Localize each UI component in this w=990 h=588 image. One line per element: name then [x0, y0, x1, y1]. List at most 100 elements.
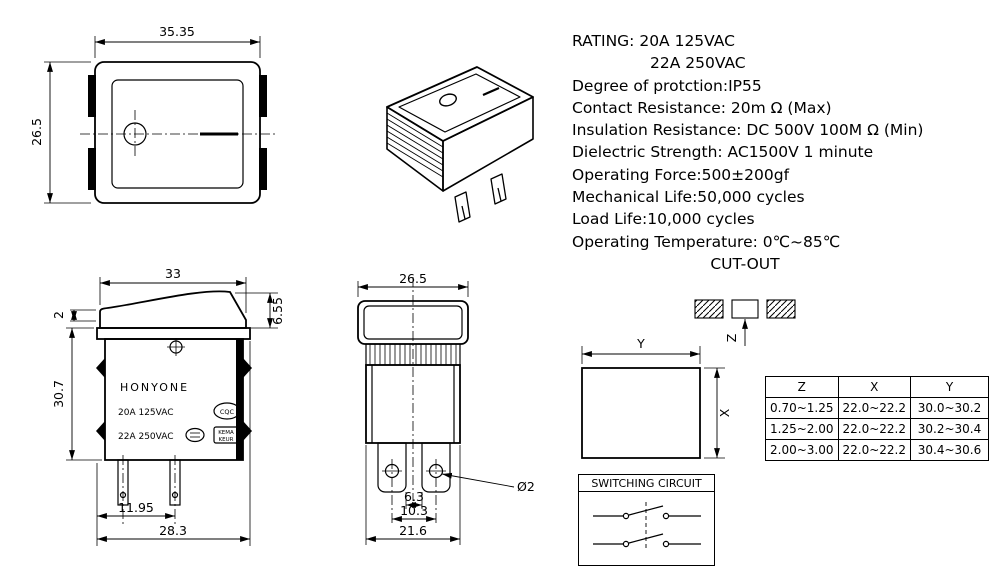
cqc-cert-badge: CQC [213, 402, 241, 420]
front-height-dimension: 26.5 [29, 61, 91, 204]
snap-in-clips [96, 358, 252, 441]
kema-keur-cert-badge: KEMA KEUR [213, 426, 239, 444]
mounting-flange [96, 327, 251, 340]
table-header-y: Y [910, 376, 989, 398]
panel-section-right [766, 299, 796, 319]
switch-bezel-outline [94, 61, 261, 204]
circuit-pole-2 [593, 533, 701, 548]
hole-diameter-label: Ø2 [517, 479, 535, 494]
front-height-dim-label: 26.5 [29, 118, 44, 146]
y-dim-label: Y [636, 336, 645, 351]
table-row: 0.70~1.25 22.0~22.2 30.0~30.2 [765, 397, 989, 419]
table-cell: 1.25~2.00 [765, 418, 839, 440]
table-header-row: Z X Y [765, 376, 989, 398]
cutout-title: CUT-OUT [710, 255, 780, 273]
spec-line-rating: RATING: 20A 125VAC [572, 32, 735, 50]
terminal-pins [377, 442, 451, 523]
pin-pitch-dimension: 10.3 [392, 503, 436, 522]
front-width-dimension: 35.35 [94, 24, 261, 58]
rocker-height-dim-label: 6.55 [270, 297, 285, 325]
bezel-top-face [386, 66, 534, 142]
rear-clip-bar [236, 339, 243, 460]
spec-line-load-life: Load Life:10,000 cycles [572, 210, 755, 229]
pin-gap-dimension: 6.3 [404, 489, 424, 509]
kema-label-line2: KEUR [219, 437, 234, 443]
switch-body [365, 364, 461, 444]
table-row: 1.25~2.00 22.0~22.2 30.2~30.4 [765, 418, 989, 440]
table-cell: 30.2~30.4 [910, 418, 989, 440]
hole-diameter-callout: Ø2 [441, 472, 535, 494]
spec-line-mechanical-life: Mechanical Life:50,000 cycles [572, 188, 805, 207]
side-ribs [386, 112, 444, 178]
z-dim-label: Z [724, 334, 739, 343]
spec-line-insulation-resistance: Insulation Resistance: DC 500V 100M Ω (M… [572, 121, 924, 140]
table-cell: 22.0~22.2 [837, 397, 911, 419]
table-cell: 30.4~30.6 [910, 439, 989, 461]
table-cell: 22.0~22.2 [837, 439, 911, 461]
circuit-pole-1 [593, 505, 701, 520]
bezel-cap-inner [363, 305, 463, 340]
table-cell: 22.0~22.2 [837, 418, 911, 440]
switching-circuit-box: SWITCHING CIRCUIT [578, 474, 715, 566]
rating-label-1: 20A 125VAC [118, 408, 174, 418]
kema-label-line1: KEMA [218, 430, 234, 436]
terminal-pins [454, 173, 507, 223]
small-cert-badge [185, 427, 205, 443]
cutout-dimension-table: Z X Y 0.70~1.25 22.0~22.2 30.0~30.2 1.25… [765, 376, 989, 461]
rocker-top-face [398, 73, 521, 133]
body-right-face [442, 96, 534, 192]
spec-line-protection: Degree of protction:IP55 [572, 76, 762, 95]
pin-pitch-dim-label: 10.3 [400, 503, 428, 518]
rocker-actuator-profile [99, 290, 247, 329]
lip-dim-label: 2 [51, 311, 66, 319]
body-width-dim-label: 21.6 [399, 523, 427, 538]
switching-circuit-diagram [593, 502, 701, 548]
on-symbol-line [482, 86, 500, 97]
front-view-drawing: 35.35 26.5 [29, 24, 275, 204]
spec-line-contact-resistance: Contact Resistance: 20m Ω (Max) [572, 98, 832, 117]
specifications-block: RATING: 20A 125VAC 22A 250VAC Degree of … [572, 30, 923, 253]
body-height-dimension: 30.7 [51, 327, 102, 461]
table-cell: 30.0~30.2 [910, 397, 989, 419]
spec-line-rating2: 22A 250VAC [650, 54, 746, 73]
rocker-width-dim-label: 33 [165, 266, 181, 281]
screw-symbol [167, 338, 185, 356]
lip-dimension: 2 [51, 309, 96, 322]
mounting-clips [88, 75, 267, 190]
panel-cutout-drawing: Y X [581, 336, 732, 459]
body-width-dimension: 21.6 [365, 445, 461, 545]
end-view-drawing: 26.5 [357, 273, 535, 545]
base-width-dim-label: 28.3 [159, 523, 187, 538]
table-header-z: Z [765, 376, 839, 398]
panel-section-left [694, 299, 724, 319]
spec-line-operating-temperature: Operating Temperature: 0℃~85℃ [572, 232, 841, 251]
spec-line-dielectric-strength: Dielectric Strength: AC1500V 1 minute [572, 143, 874, 162]
panel-section-center [731, 299, 759, 319]
rocker-width-dimension: 33 [99, 266, 247, 313]
rating-label-2: 22A 250VAC [118, 432, 174, 442]
table-header-x: X [837, 376, 911, 398]
cqc-cert-label: CQC [220, 408, 235, 416]
x-dimension: X [704, 367, 732, 459]
spec-line-operating-force: Operating Force:500±200gf [572, 165, 790, 184]
x-dim-label: X [717, 408, 732, 417]
rocker-height-dimension: 6.55 [235, 292, 285, 329]
pin-offset-dim-label: 11.95 [118, 500, 154, 515]
base-width-dimension: 28.3 [97, 341, 251, 546]
table-row: 2.00~3.00 22.0~22.2 30.4~30.6 [765, 439, 989, 461]
table-cell: 2.00~3.00 [765, 439, 839, 461]
side-view-drawing: 33 6.55 2 30.7 HONYONE 20A 125VAC [51, 266, 285, 546]
body-left-face [386, 106, 444, 192]
off-symbol-circle [123, 122, 147, 146]
pin-offset-dimension: 11.95 [96, 463, 175, 546]
cutout-rectangle [581, 367, 701, 459]
body-height-dim-label: 30.7 [51, 380, 66, 408]
y-dimension: Y [581, 336, 701, 364]
table-cell: 0.70~1.25 [765, 397, 839, 419]
pin-gap-dim-label: 6.3 [404, 489, 424, 504]
switching-circuit-title: SWITCHING CIRCUIT [579, 475, 714, 492]
perspective-view-drawing [386, 66, 534, 223]
front-width-dim-label: 35.35 [159, 24, 195, 39]
off-symbol-circle [439, 93, 457, 107]
